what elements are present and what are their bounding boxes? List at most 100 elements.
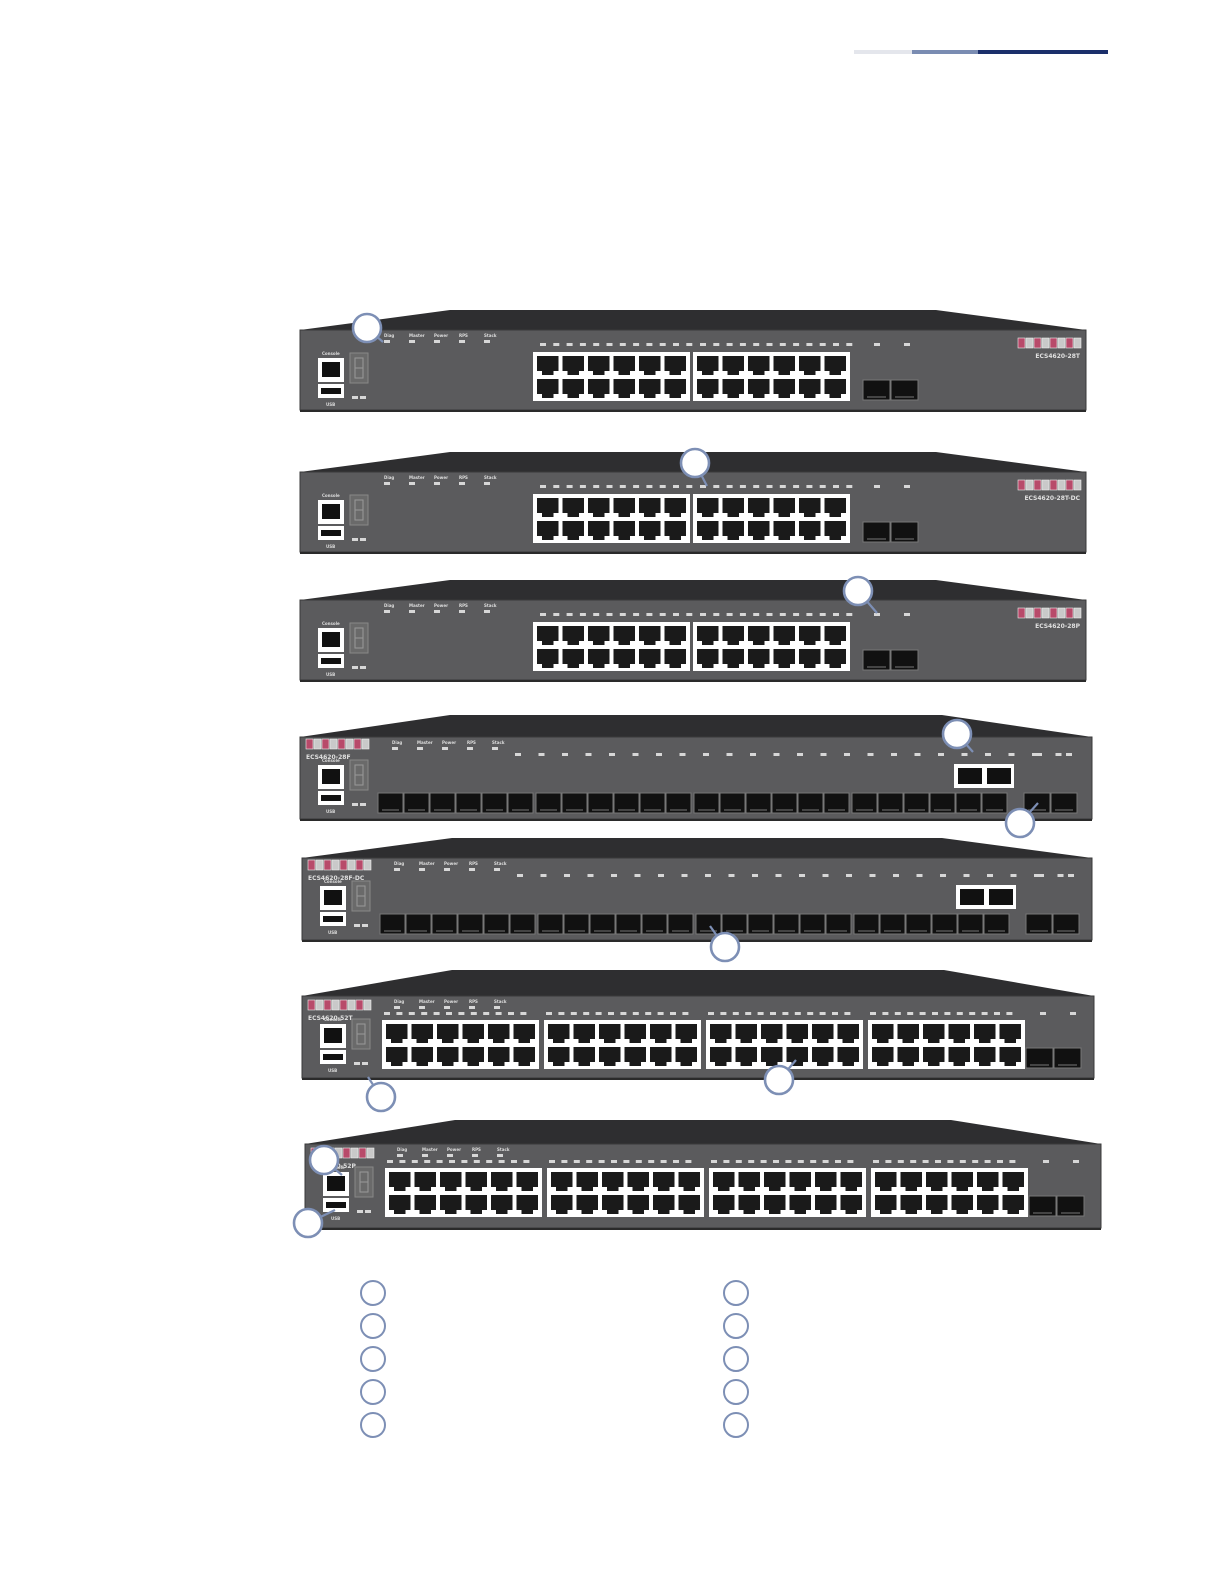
usb-port <box>321 658 341 664</box>
rj45-port <box>602 1172 624 1191</box>
status-led <box>362 924 368 927</box>
rj45-port <box>799 379 821 398</box>
sfp-latch <box>895 538 914 540</box>
status-led <box>735 1160 742 1163</box>
seven-segment-digit <box>354 357 364 379</box>
rj45-port <box>576 1172 598 1191</box>
status-led <box>566 613 573 616</box>
sfp-latch <box>436 930 453 932</box>
rj45-port <box>562 626 584 645</box>
sfp-latch <box>776 809 793 811</box>
system-led <box>494 1006 500 1009</box>
sfp-port <box>667 913 694 935</box>
led-label-power: Power <box>442 740 456 745</box>
rj45-port <box>923 1024 945 1043</box>
rj45-port <box>562 498 584 517</box>
rj45-port <box>722 626 744 645</box>
rj45-port <box>897 1047 919 1066</box>
system-led <box>434 482 440 485</box>
rj45-block <box>871 1168 1028 1217</box>
led-label-rps: RPS <box>459 603 468 608</box>
status-led <box>619 485 626 488</box>
status-led <box>835 1160 841 1163</box>
status-led <box>646 613 653 616</box>
rj45-port <box>926 1195 948 1214</box>
sfp-latch <box>986 809 1003 811</box>
rj45-port <box>551 1172 573 1191</box>
status-led <box>997 1160 1003 1163</box>
status-led <box>959 1160 966 1163</box>
brand-logo-tile <box>323 859 332 871</box>
status-led <box>446 1012 452 1015</box>
rj45-block <box>547 1168 704 1217</box>
rj45-port <box>639 379 661 398</box>
chassis-top <box>302 970 1094 996</box>
led-label-power: Power <box>444 861 458 866</box>
status-led <box>766 485 773 488</box>
status-led <box>779 343 786 346</box>
sfp-port <box>981 792 1008 814</box>
rj45-port <box>773 356 795 375</box>
brand-logo-tile <box>1057 337 1066 349</box>
system-led <box>459 340 465 343</box>
rj45-port <box>951 1195 973 1214</box>
sfp-port <box>639 792 666 814</box>
status-led <box>608 1012 614 1015</box>
status-led <box>766 343 773 346</box>
rj45-port <box>773 521 795 540</box>
brand-logo-tile <box>358 1147 367 1159</box>
chassis-base <box>300 552 1086 554</box>
sfp-latch <box>462 930 479 932</box>
sfp-latch <box>1030 930 1048 932</box>
sfp-port <box>877 792 904 814</box>
rj45-port <box>588 626 610 645</box>
status-led <box>579 343 586 346</box>
status-led <box>947 1160 954 1163</box>
combo-rj45-port <box>960 889 984 905</box>
rj45-port <box>710 1024 732 1043</box>
sfp-port <box>747 913 774 935</box>
brand-logo-tile <box>347 999 356 1011</box>
sfp-port <box>797 792 824 814</box>
brand-logo-tile <box>1025 479 1034 491</box>
rj45-port <box>437 1024 459 1043</box>
led-label-power: Power <box>447 1147 461 1152</box>
status-led <box>847 1160 854 1163</box>
status-led <box>658 874 664 877</box>
sfp-latch <box>620 930 637 932</box>
system-led <box>497 1154 503 1157</box>
brand-logo-tile <box>363 859 372 871</box>
brand-logo-tile <box>1057 607 1066 619</box>
sfp-latch <box>867 396 886 398</box>
status-led <box>987 874 993 877</box>
brand-logo-tile <box>1049 607 1058 619</box>
brand-logo-tile <box>363 999 372 1011</box>
rj45-port <box>573 1047 595 1066</box>
rj45-port <box>773 626 795 645</box>
status-led <box>354 924 360 927</box>
status-led <box>352 666 358 669</box>
status-led <box>832 1012 838 1015</box>
status-led <box>656 753 662 756</box>
sfp-latch <box>884 930 901 932</box>
status-led <box>708 1012 714 1015</box>
status-led <box>593 613 600 616</box>
led-label-stack: Stack <box>492 740 505 745</box>
system-led <box>419 1006 425 1009</box>
status-led <box>354 1062 360 1065</box>
usb-port <box>323 916 343 922</box>
status-led <box>779 613 786 616</box>
rj45-port <box>748 498 770 517</box>
system-led <box>467 747 473 750</box>
status-led <box>1038 874 1044 877</box>
rj45-port <box>951 1172 973 1191</box>
status-led <box>1055 753 1062 756</box>
callout-bubble <box>308 1144 340 1176</box>
status-led <box>619 343 626 346</box>
rj45-port <box>799 626 821 645</box>
status-led <box>753 343 760 346</box>
seven-segment-digit <box>354 764 364 786</box>
rj45-port <box>440 1195 462 1214</box>
rj45-port <box>613 356 635 375</box>
